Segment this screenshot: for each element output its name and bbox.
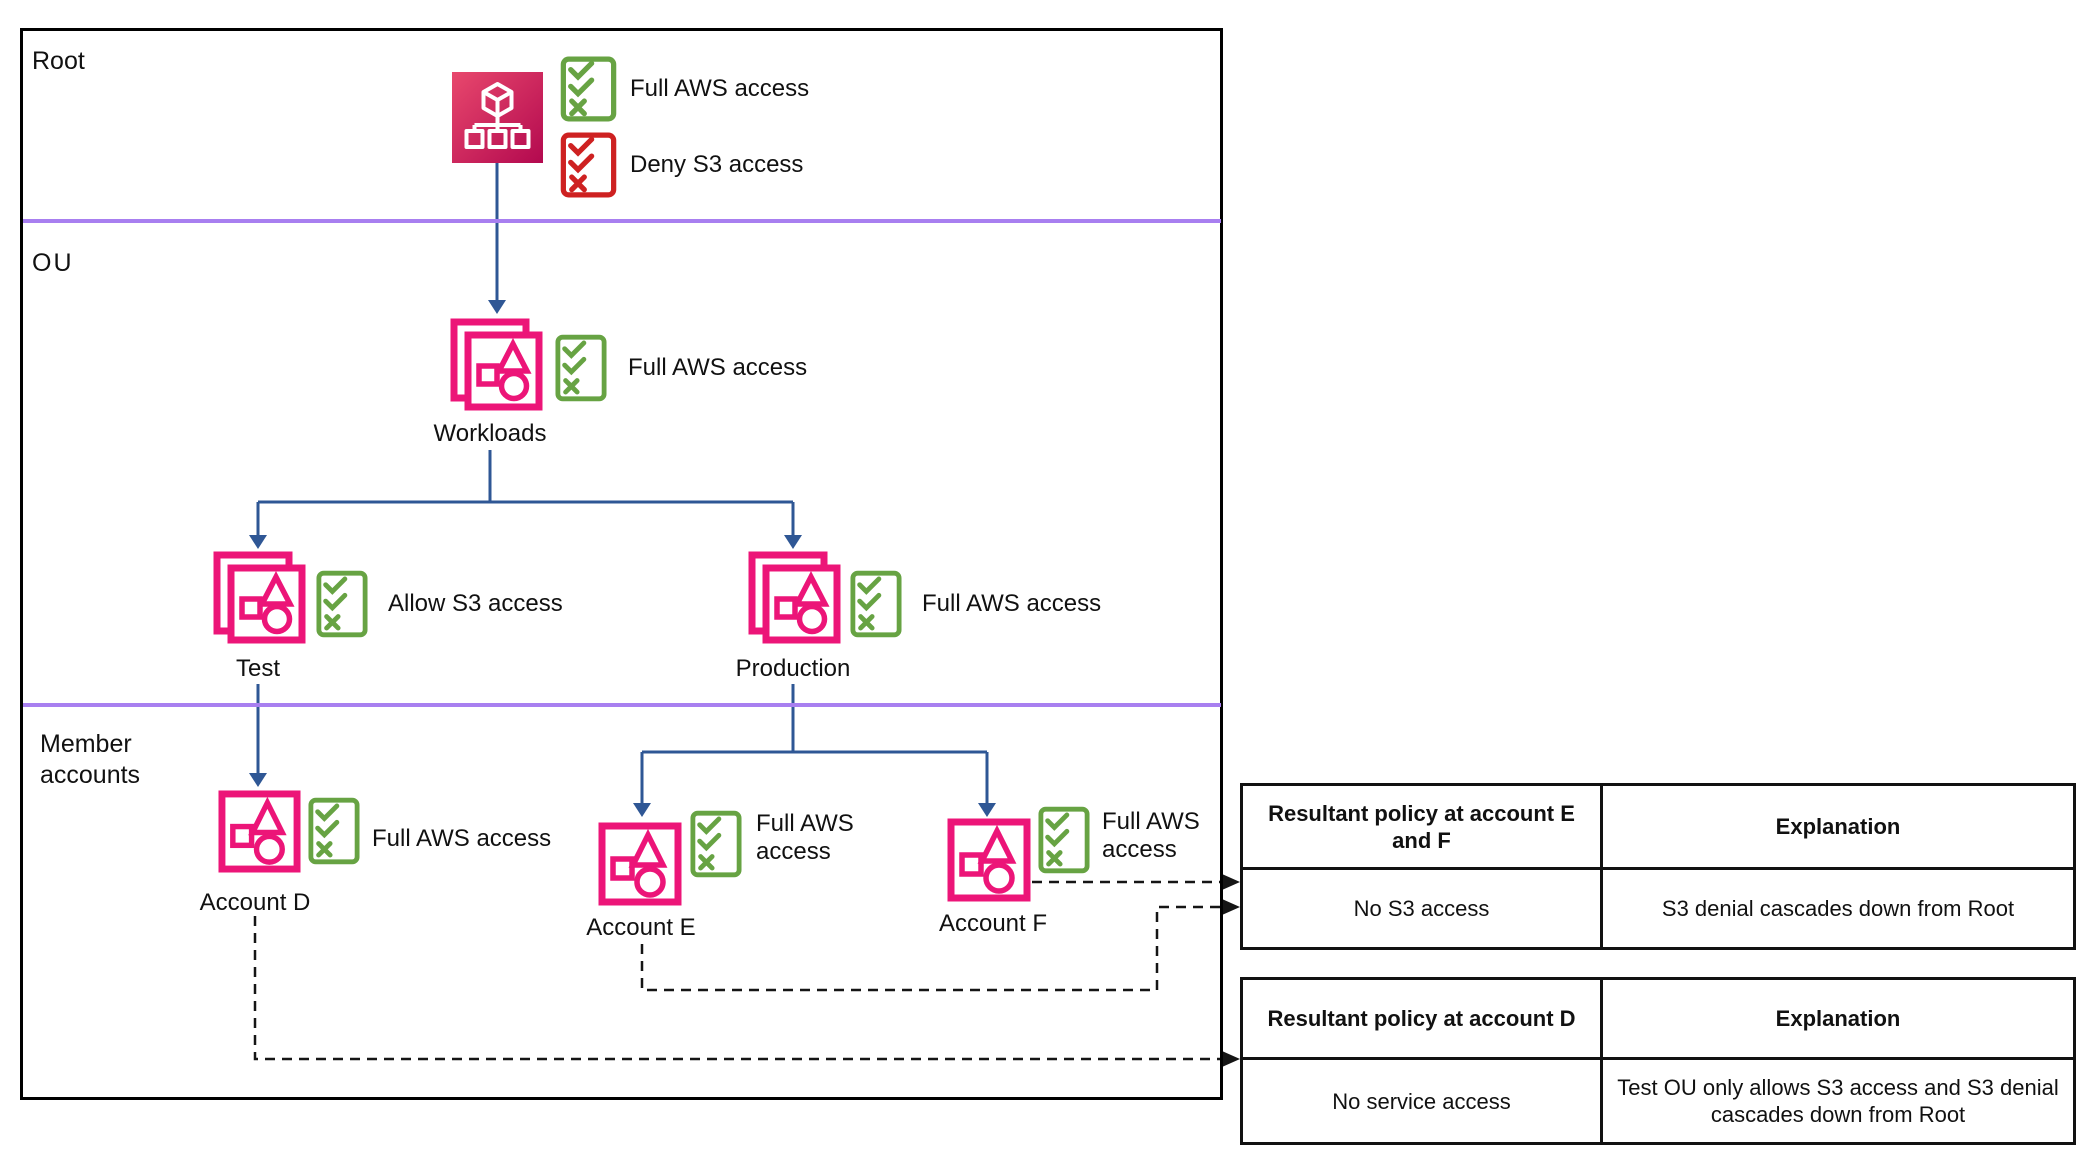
account-f-icon xyxy=(947,818,1031,902)
account-f-checklist-icon xyxy=(1038,806,1090,874)
workloads-checklist-icon xyxy=(555,334,607,402)
allow-checklist-icon xyxy=(560,56,617,122)
table-d-header-explanation: Explanation xyxy=(1603,980,2073,1060)
table-ef-header-explanation: Explanation xyxy=(1603,786,2073,870)
account-e-policy-line2: access xyxy=(756,838,831,865)
connector-workloads-split xyxy=(256,450,795,535)
root-policy-allow-label: Full AWS access xyxy=(630,75,810,102)
account-d-checklist-icon xyxy=(308,797,360,865)
resultant-policy-table-ef: Resultant policy at account E and F Expl… xyxy=(1240,783,2076,950)
connector-production-split xyxy=(640,684,989,803)
workloads-policy-label: Full AWS access xyxy=(628,354,808,381)
account-f-label: Account F xyxy=(938,910,1048,937)
production-policy-label: Full AWS access xyxy=(922,590,1102,617)
table-ef-header-policy: Resultant policy at account E and F xyxy=(1243,786,1603,870)
dashed-arrowhead-f xyxy=(1222,874,1240,890)
arrowhead-test xyxy=(249,535,267,549)
workloads-ou-label: Workloads xyxy=(433,420,547,447)
account-e-icon xyxy=(598,822,682,906)
table-ef-cell-policy: No S3 access xyxy=(1243,870,1603,947)
section-label-root: Root xyxy=(32,47,85,75)
arrowhead-production xyxy=(784,535,802,549)
table-d-cell-explanation: Test OU only allows S3 access and S3 den… xyxy=(1617,1075,2059,1127)
account-e-label: Account E xyxy=(586,914,696,941)
dashed-account-e-to-table xyxy=(640,905,1222,992)
account-e-checklist-icon xyxy=(690,810,742,878)
arrowhead-account-d xyxy=(249,773,267,787)
production-checklist-icon xyxy=(850,570,902,638)
section-label-ou: OU xyxy=(32,249,74,277)
account-d-icon xyxy=(218,790,301,873)
workloads-ou-icon xyxy=(450,318,543,411)
account-e-policy-line1: Full AWS xyxy=(756,810,854,837)
account-f-policy-line2: access xyxy=(1102,836,1177,863)
test-policy-label: Allow S3 access xyxy=(388,590,563,617)
deny-checklist-icon xyxy=(560,132,617,198)
org-chart-glyph xyxy=(464,82,531,149)
production-ou-label: Production xyxy=(735,655,851,682)
dashed-account-d-to-table xyxy=(253,916,1222,1061)
table-d-cell-policy: No service access xyxy=(1243,1060,1603,1142)
root-policy-deny-label: Deny S3 access xyxy=(630,151,804,178)
dashed-arrowhead-d xyxy=(1222,1051,1240,1067)
arrowhead-account-e xyxy=(633,803,651,817)
arrowhead-workloads xyxy=(488,300,506,314)
organizations-root-icon xyxy=(452,72,543,163)
resultant-policy-table-d: Resultant policy at account D Explanatio… xyxy=(1240,977,2076,1145)
table-d-header-policy: Resultant policy at account D xyxy=(1243,980,1603,1060)
ou-member-divider xyxy=(23,703,1221,707)
test-ou-label: Test xyxy=(235,655,280,682)
test-checklist-icon xyxy=(316,570,368,638)
table-ef-cell-explanation: S3 denial cascades down from Root xyxy=(1661,896,2015,921)
organization-boundary-box xyxy=(20,28,1223,1100)
account-f-policy-line1: Full AWS xyxy=(1102,808,1200,835)
production-ou-icon xyxy=(748,551,841,644)
root-ou-divider xyxy=(23,219,1221,223)
dashed-arrowhead-e xyxy=(1222,899,1240,915)
section-label-member: Member accounts xyxy=(40,730,141,789)
arrowhead-account-f xyxy=(978,803,996,817)
account-d-label: Account D xyxy=(199,889,311,916)
account-d-policy-label: Full AWS access xyxy=(372,825,552,852)
test-ou-icon xyxy=(213,551,306,644)
